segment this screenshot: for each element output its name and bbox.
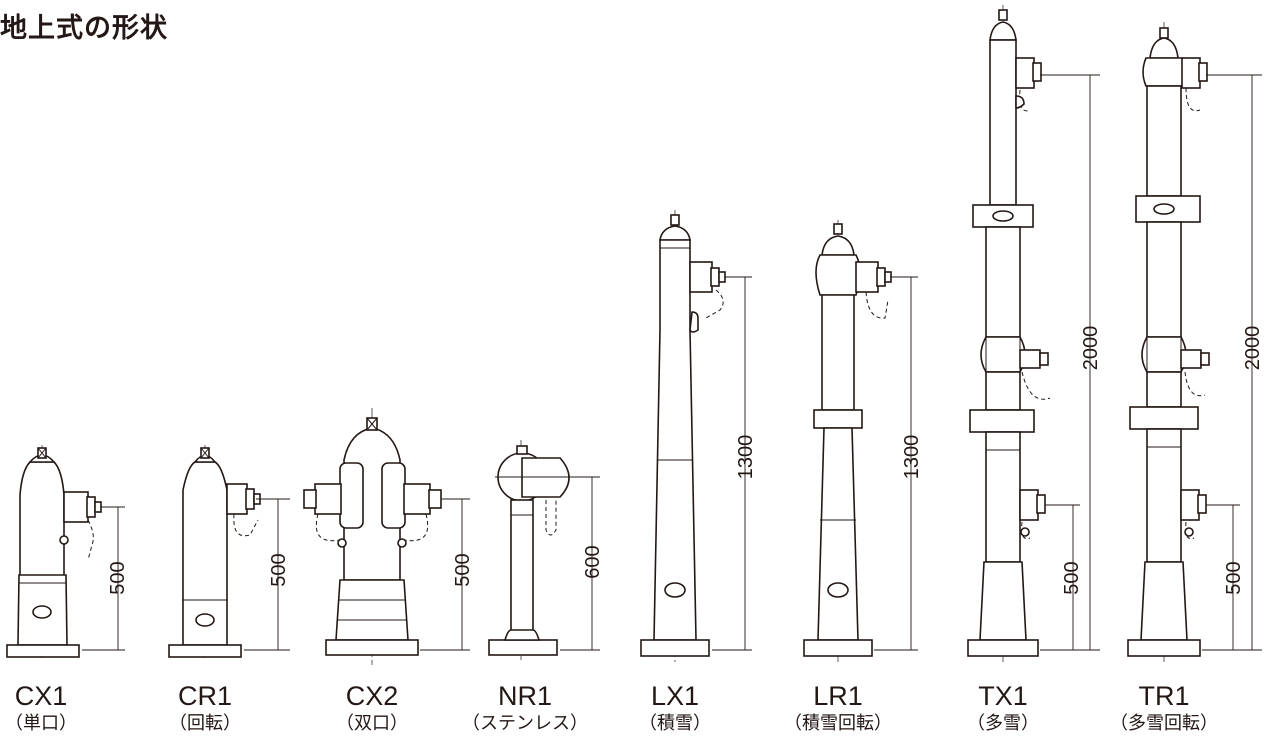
page-title: 地上式の形状 (0, 13, 168, 44)
dimension-lr1: 1300 (901, 435, 923, 480)
dimension-cr1: 500 (268, 553, 290, 586)
type-label-cx2: （双口） (336, 713, 408, 734)
model-label-lr1: LR1 (813, 681, 863, 711)
type-label-cr1: （回転） (169, 713, 241, 734)
type-label-cx1: （単口） (5, 713, 77, 734)
hydrant-shapes-diagram: 500 500 (6, 5, 1264, 665)
dimension-lx1: 1300 (735, 435, 757, 480)
hydrant-tx1 (967, 5, 1100, 662)
hydrant-lr1 (803, 220, 918, 662)
hydrant-cx2 (303, 408, 470, 665)
dimension-tx1: 2000 (1080, 326, 1102, 371)
hydrant-cx1 (6, 445, 125, 660)
dimension-cx2: 500 (452, 553, 474, 586)
model-label-lx1: LX1 (650, 681, 700, 711)
hydrant-lx1 (640, 210, 752, 662)
type-label-nr1: （ステンレス） (462, 713, 588, 734)
model-label-cr1: CR1 (177, 681, 233, 711)
hydrant-nr1 (488, 440, 600, 660)
model-label-cx2: CX2 (345, 681, 399, 711)
hydrant-cr1 (168, 445, 290, 660)
dimension-tr1-lower: 500 (1223, 561, 1245, 594)
model-label-tr1: TR1 (1138, 681, 1190, 711)
model-label-nr1: NR1 (497, 681, 553, 711)
dimension-tr1: 2000 (1242, 326, 1264, 371)
hydrant-tr1 (1127, 22, 1262, 662)
model-label-cx1: CX1 (14, 681, 68, 711)
type-label-tx1: （多雪） (967, 713, 1039, 734)
dimension-tx1-lower: 500 (1061, 561, 1083, 594)
type-label-lr1: （積雪回転） (784, 713, 892, 734)
type-label-tr1: （多雪回転） (1110, 713, 1218, 734)
dimension-cx1: 500 (107, 561, 129, 594)
dimension-nr1: 600 (582, 545, 604, 578)
type-label-lx1: （積雪） (639, 713, 711, 734)
model-label-tx1: TX1 (978, 681, 1028, 711)
